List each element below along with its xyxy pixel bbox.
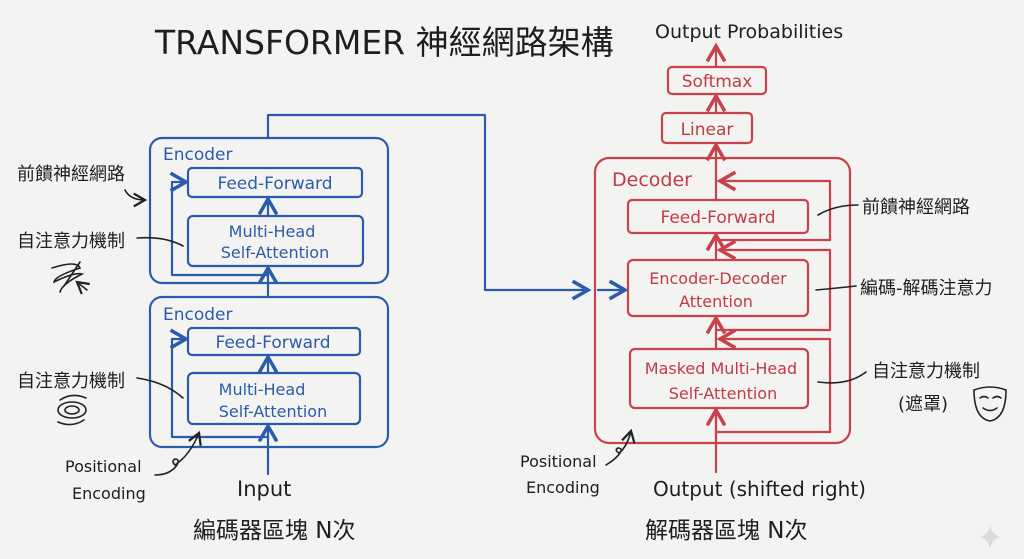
encoder-output-arrow [266, 113, 592, 301]
theater-mask-icon [973, 386, 1007, 422]
residual-arrow [169, 328, 270, 439]
sparkle-icon [980, 525, 1000, 549]
swirl-icon [51, 261, 85, 293]
self-attention-line2: Self-Attention [221, 243, 329, 262]
masked-attention-line1: Masked Multi-Head [645, 359, 797, 378]
annotation-line [136, 377, 184, 399]
annotation-line [136, 236, 184, 247]
positional-label-line2: Encoding [526, 478, 600, 497]
annotation-self-attention: 自注意力機制 [872, 361, 980, 382]
encoder-label: Encoder [163, 305, 233, 325]
diagram-title: TRANSFORMER 神經網路架構 [154, 23, 614, 62]
positional-encoding-arrow [154, 430, 202, 476]
annotation-feed-forward: 前饋神經網路 [17, 164, 125, 185]
encoder-label: Encoder [163, 145, 233, 165]
input-label: Input [237, 477, 291, 501]
galaxy-swirl-icon [57, 394, 87, 426]
annotation-mask: (遮罩) [898, 394, 948, 415]
residual-arrow [714, 328, 832, 434]
decoder-caption: 解碼器區塊 N次 [645, 518, 808, 544]
annotation-arrow [124, 189, 148, 208]
encoder-caption: 編碼器區塊 N次 [193, 518, 356, 544]
positional-encoding-arrow [605, 428, 636, 466]
softmax-label: Softmax [682, 72, 753, 92]
annotation-arrow [75, 280, 90, 295]
residual-arrow [714, 170, 832, 242]
annotation-line [815, 285, 857, 291]
residual-arrow [714, 239, 832, 332]
annotation-line [817, 371, 867, 384]
feed-forward-label: Feed-Forward [215, 333, 330, 353]
output-probabilities-label: Output Probabilities [655, 21, 843, 43]
annotation-feed-forward: 前饋神經網路 [862, 197, 970, 218]
residual-arrow [169, 171, 270, 277]
decoder-label: Decoder [612, 169, 692, 191]
output-shifted-label: Output (shifted right) [653, 477, 866, 501]
cross-attention-line1: Encoder-Decoder [649, 269, 787, 288]
annotation-cross-attention: 編碼-解碼注意力 [860, 278, 993, 299]
decoder-feed-forward-label: Feed-Forward [660, 208, 775, 228]
feed-forward-label: Feed-Forward [217, 174, 332, 194]
masked-attention-line2: Self-Attention [669, 384, 777, 403]
annotation-line [817, 204, 859, 216]
annotation-self-attention: 自注意力機制 [17, 231, 125, 252]
positional-label-line1: Positional [520, 452, 597, 471]
self-attention-line2: Self-Attention [219, 402, 327, 421]
self-attention-line1: Multi-Head [219, 380, 306, 399]
self-attention-line1: Multi-Head [229, 222, 316, 241]
positional-label-line1: Positional [65, 457, 142, 476]
decoder-block [593, 156, 852, 445]
cross-attention-line2: Attention [679, 292, 753, 311]
linear-label: Linear [681, 120, 734, 140]
positional-label-line2: Encoding [72, 484, 146, 503]
annotation-self-attention: 自注意力機制 [17, 371, 125, 392]
